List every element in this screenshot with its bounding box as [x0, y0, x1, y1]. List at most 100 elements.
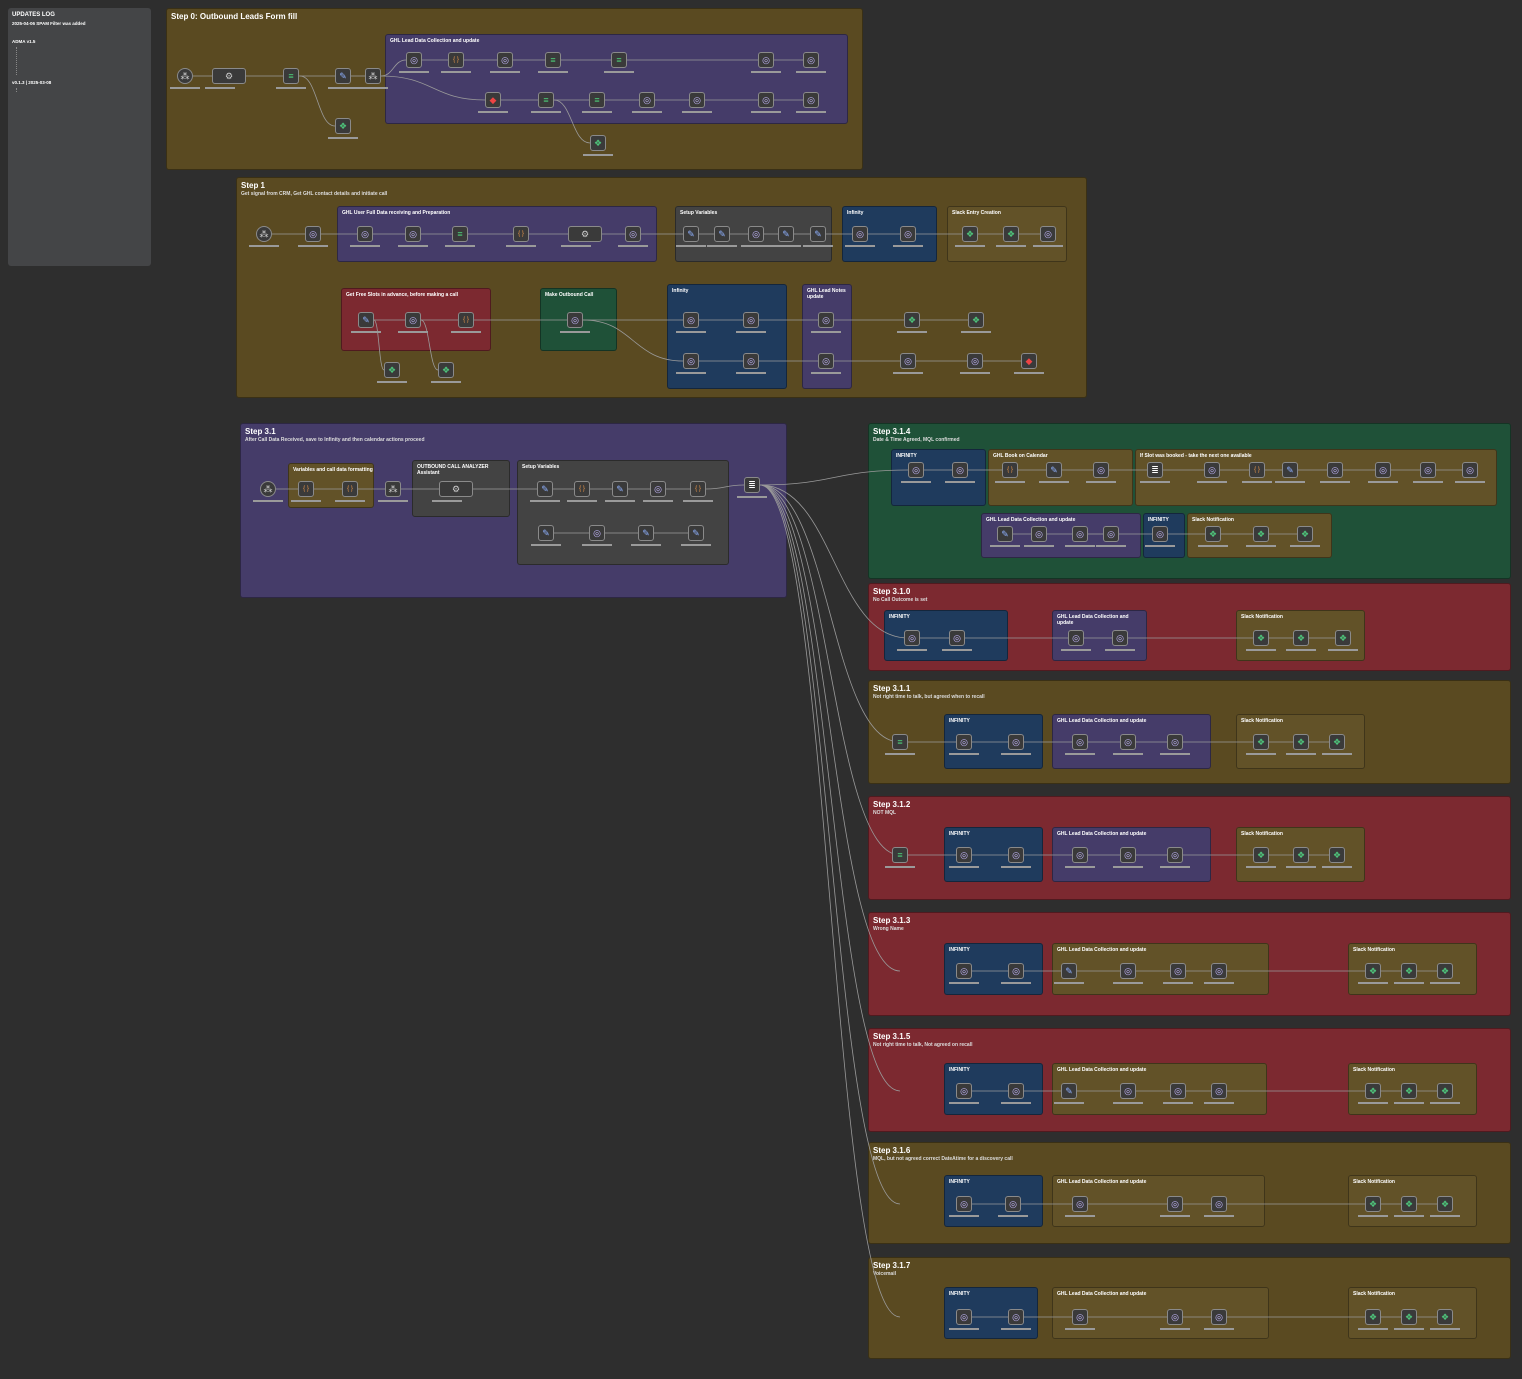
- workflow-node[interactable]: ◎: [758, 52, 774, 68]
- workflow-node[interactable]: ◎: [1152, 526, 1168, 542]
- workflow-node[interactable]: ≡: [892, 847, 908, 863]
- workflow-node[interactable]: ◎: [803, 52, 819, 68]
- workflow-node[interactable]: ⁂: [256, 226, 272, 242]
- workflow-node[interactable]: ◎: [1008, 1083, 1024, 1099]
- workflow-node[interactable]: ◎: [803, 92, 819, 108]
- workflow-node[interactable]: ◎: [625, 226, 641, 242]
- slot-booked-group[interactable]: If Slot was booked - take the next one a…: [1135, 449, 1497, 506]
- workflow-node[interactable]: ◎: [1167, 734, 1183, 750]
- workflow-node[interactable]: ❖: [1205, 526, 1221, 542]
- workflow-node[interactable]: ❖: [1329, 847, 1345, 863]
- workflow-node[interactable]: ✎: [683, 226, 699, 242]
- workflow-node[interactable]: ◎: [904, 630, 920, 646]
- workflow-node[interactable]: ◆: [1021, 353, 1037, 369]
- workflow-node[interactable]: ◎: [1420, 462, 1436, 478]
- workflow-node[interactable]: ◎: [305, 226, 321, 242]
- workflow-node[interactable]: ◎: [1103, 526, 1119, 542]
- workflow-node[interactable]: ❖: [1437, 1196, 1453, 1212]
- workflow-node[interactable]: ◎: [1072, 847, 1088, 863]
- workflow-node[interactable]: ❖: [1365, 1196, 1381, 1212]
- workflow-node[interactable]: ◎: [900, 353, 916, 369]
- workflow-node[interactable]: ⁂: [385, 481, 401, 497]
- workflow-node[interactable]: ✎: [537, 481, 553, 497]
- workflow-node[interactable]: ✎: [1061, 963, 1077, 979]
- workflow-node[interactable]: ◎: [908, 462, 924, 478]
- workflow-node[interactable]: ❖: [968, 312, 984, 328]
- workflow-node[interactable]: ◆: [485, 92, 501, 108]
- workflow-node[interactable]: ⁂: [260, 481, 276, 497]
- workflow-node[interactable]: ❖: [962, 226, 978, 242]
- workflow-node[interactable]: ≡: [545, 52, 561, 68]
- workflow-node[interactable]: ◎: [952, 462, 968, 478]
- workflow-node[interactable]: ◎: [1008, 734, 1024, 750]
- workflow-node[interactable]: ◎: [1093, 462, 1109, 478]
- workflow-node[interactable]: ◎: [1072, 1196, 1088, 1212]
- workflow-node[interactable]: ◎: [967, 353, 983, 369]
- workflow-node[interactable]: ◎: [956, 734, 972, 750]
- workflow-node[interactable]: ◎: [956, 847, 972, 863]
- workflow-node[interactable]: ◎: [956, 1309, 972, 1325]
- workflow-node[interactable]: ◎: [1167, 1309, 1183, 1325]
- workflow-node[interactable]: ◎: [1072, 734, 1088, 750]
- workflow-node[interactable]: ✎: [778, 226, 794, 242]
- workflow-node[interactable]: ◎: [405, 226, 421, 242]
- workflow-node[interactable]: ❖: [1401, 963, 1417, 979]
- workflow-node[interactable]: ❖: [438, 362, 454, 378]
- workflow-node[interactable]: ◎: [650, 481, 666, 497]
- workflow-node[interactable]: ✎: [810, 226, 826, 242]
- workflow-node[interactable]: ❖: [335, 118, 351, 134]
- workflow-node[interactable]: ❖: [1437, 1083, 1453, 1099]
- workflow-node[interactable]: ◎: [1327, 462, 1343, 478]
- workflow-node[interactable]: ◎: [1072, 526, 1088, 542]
- workflow-node[interactable]: ◎: [1170, 963, 1186, 979]
- workflow-node[interactable]: ❖: [1293, 734, 1309, 750]
- workflow-node[interactable]: ✎: [335, 68, 351, 84]
- workflow-node[interactable]: ✎: [358, 312, 374, 328]
- workflow-node[interactable]: ❖: [1437, 1309, 1453, 1325]
- workflow-node[interactable]: ✎: [1046, 462, 1062, 478]
- workflow-node[interactable]: ◎: [1008, 963, 1024, 979]
- workflow-node[interactable]: ❖: [1253, 847, 1269, 863]
- workflow-node[interactable]: ❖: [1253, 526, 1269, 542]
- workflow-node[interactable]: ✎: [997, 526, 1013, 542]
- workflow-node[interactable]: ❖: [904, 312, 920, 328]
- workflow-node[interactable]: { }: [448, 52, 464, 68]
- workflow-node[interactable]: { }: [574, 481, 590, 497]
- workflow-node[interactable]: ◎: [406, 52, 422, 68]
- workflow-node[interactable]: ◎: [683, 353, 699, 369]
- workflow-node[interactable]: ◎: [639, 92, 655, 108]
- workflow-node[interactable]: ◎: [1072, 1309, 1088, 1325]
- workflow-node[interactable]: { }: [298, 481, 314, 497]
- workflow-node[interactable]: ⚙: [439, 481, 473, 497]
- workflow-node[interactable]: ◎: [497, 52, 513, 68]
- workflow-node[interactable]: ◎: [1167, 1196, 1183, 1212]
- workflow-node[interactable]: { }: [458, 312, 474, 328]
- workflow-node[interactable]: ◎: [1068, 630, 1084, 646]
- make-call-group[interactable]: Make Outbound Call: [540, 288, 617, 351]
- workflow-node[interactable]: ◎: [1008, 847, 1024, 863]
- workflow-node[interactable]: ✎: [1061, 1083, 1077, 1099]
- workflow-node[interactable]: ◎: [1120, 1083, 1136, 1099]
- workflow-node[interactable]: ◎: [689, 92, 705, 108]
- workflow-node[interactable]: ◎: [818, 353, 834, 369]
- updates-log-note[interactable]: UPDATES LOG 2025-04-06 SPAM Filter was a…: [8, 8, 151, 266]
- workflow-node[interactable]: ◎: [1120, 734, 1136, 750]
- workflow-node[interactable]: ◎: [748, 226, 764, 242]
- workflow-node[interactable]: ❖: [1297, 526, 1313, 542]
- workflow-node[interactable]: { }: [342, 481, 358, 497]
- workflow-node[interactable]: ◎: [1462, 462, 1478, 478]
- workflow-node[interactable]: ≡: [283, 68, 299, 84]
- workflow-node[interactable]: { }: [1002, 462, 1018, 478]
- workflow-node[interactable]: ⁂: [365, 68, 381, 84]
- workflow-node[interactable]: { }: [1249, 462, 1265, 478]
- workflow-node[interactable]: ✎: [538, 525, 554, 541]
- workflow-node[interactable]: ✎: [714, 226, 730, 242]
- workflow-node[interactable]: ❖: [1365, 963, 1381, 979]
- workflow-node[interactable]: ◎: [567, 312, 583, 328]
- workflow-node[interactable]: ❖: [1401, 1196, 1417, 1212]
- ghl-collect-group-315[interactable]: GHL Lead Data Collection and update: [1052, 1063, 1267, 1115]
- workflow-node[interactable]: ❖: [1293, 847, 1309, 863]
- workflow-node[interactable]: ◎: [1204, 462, 1220, 478]
- workflow-node[interactable]: ◎: [1120, 847, 1136, 863]
- workflow-node[interactable]: ◎: [1112, 630, 1128, 646]
